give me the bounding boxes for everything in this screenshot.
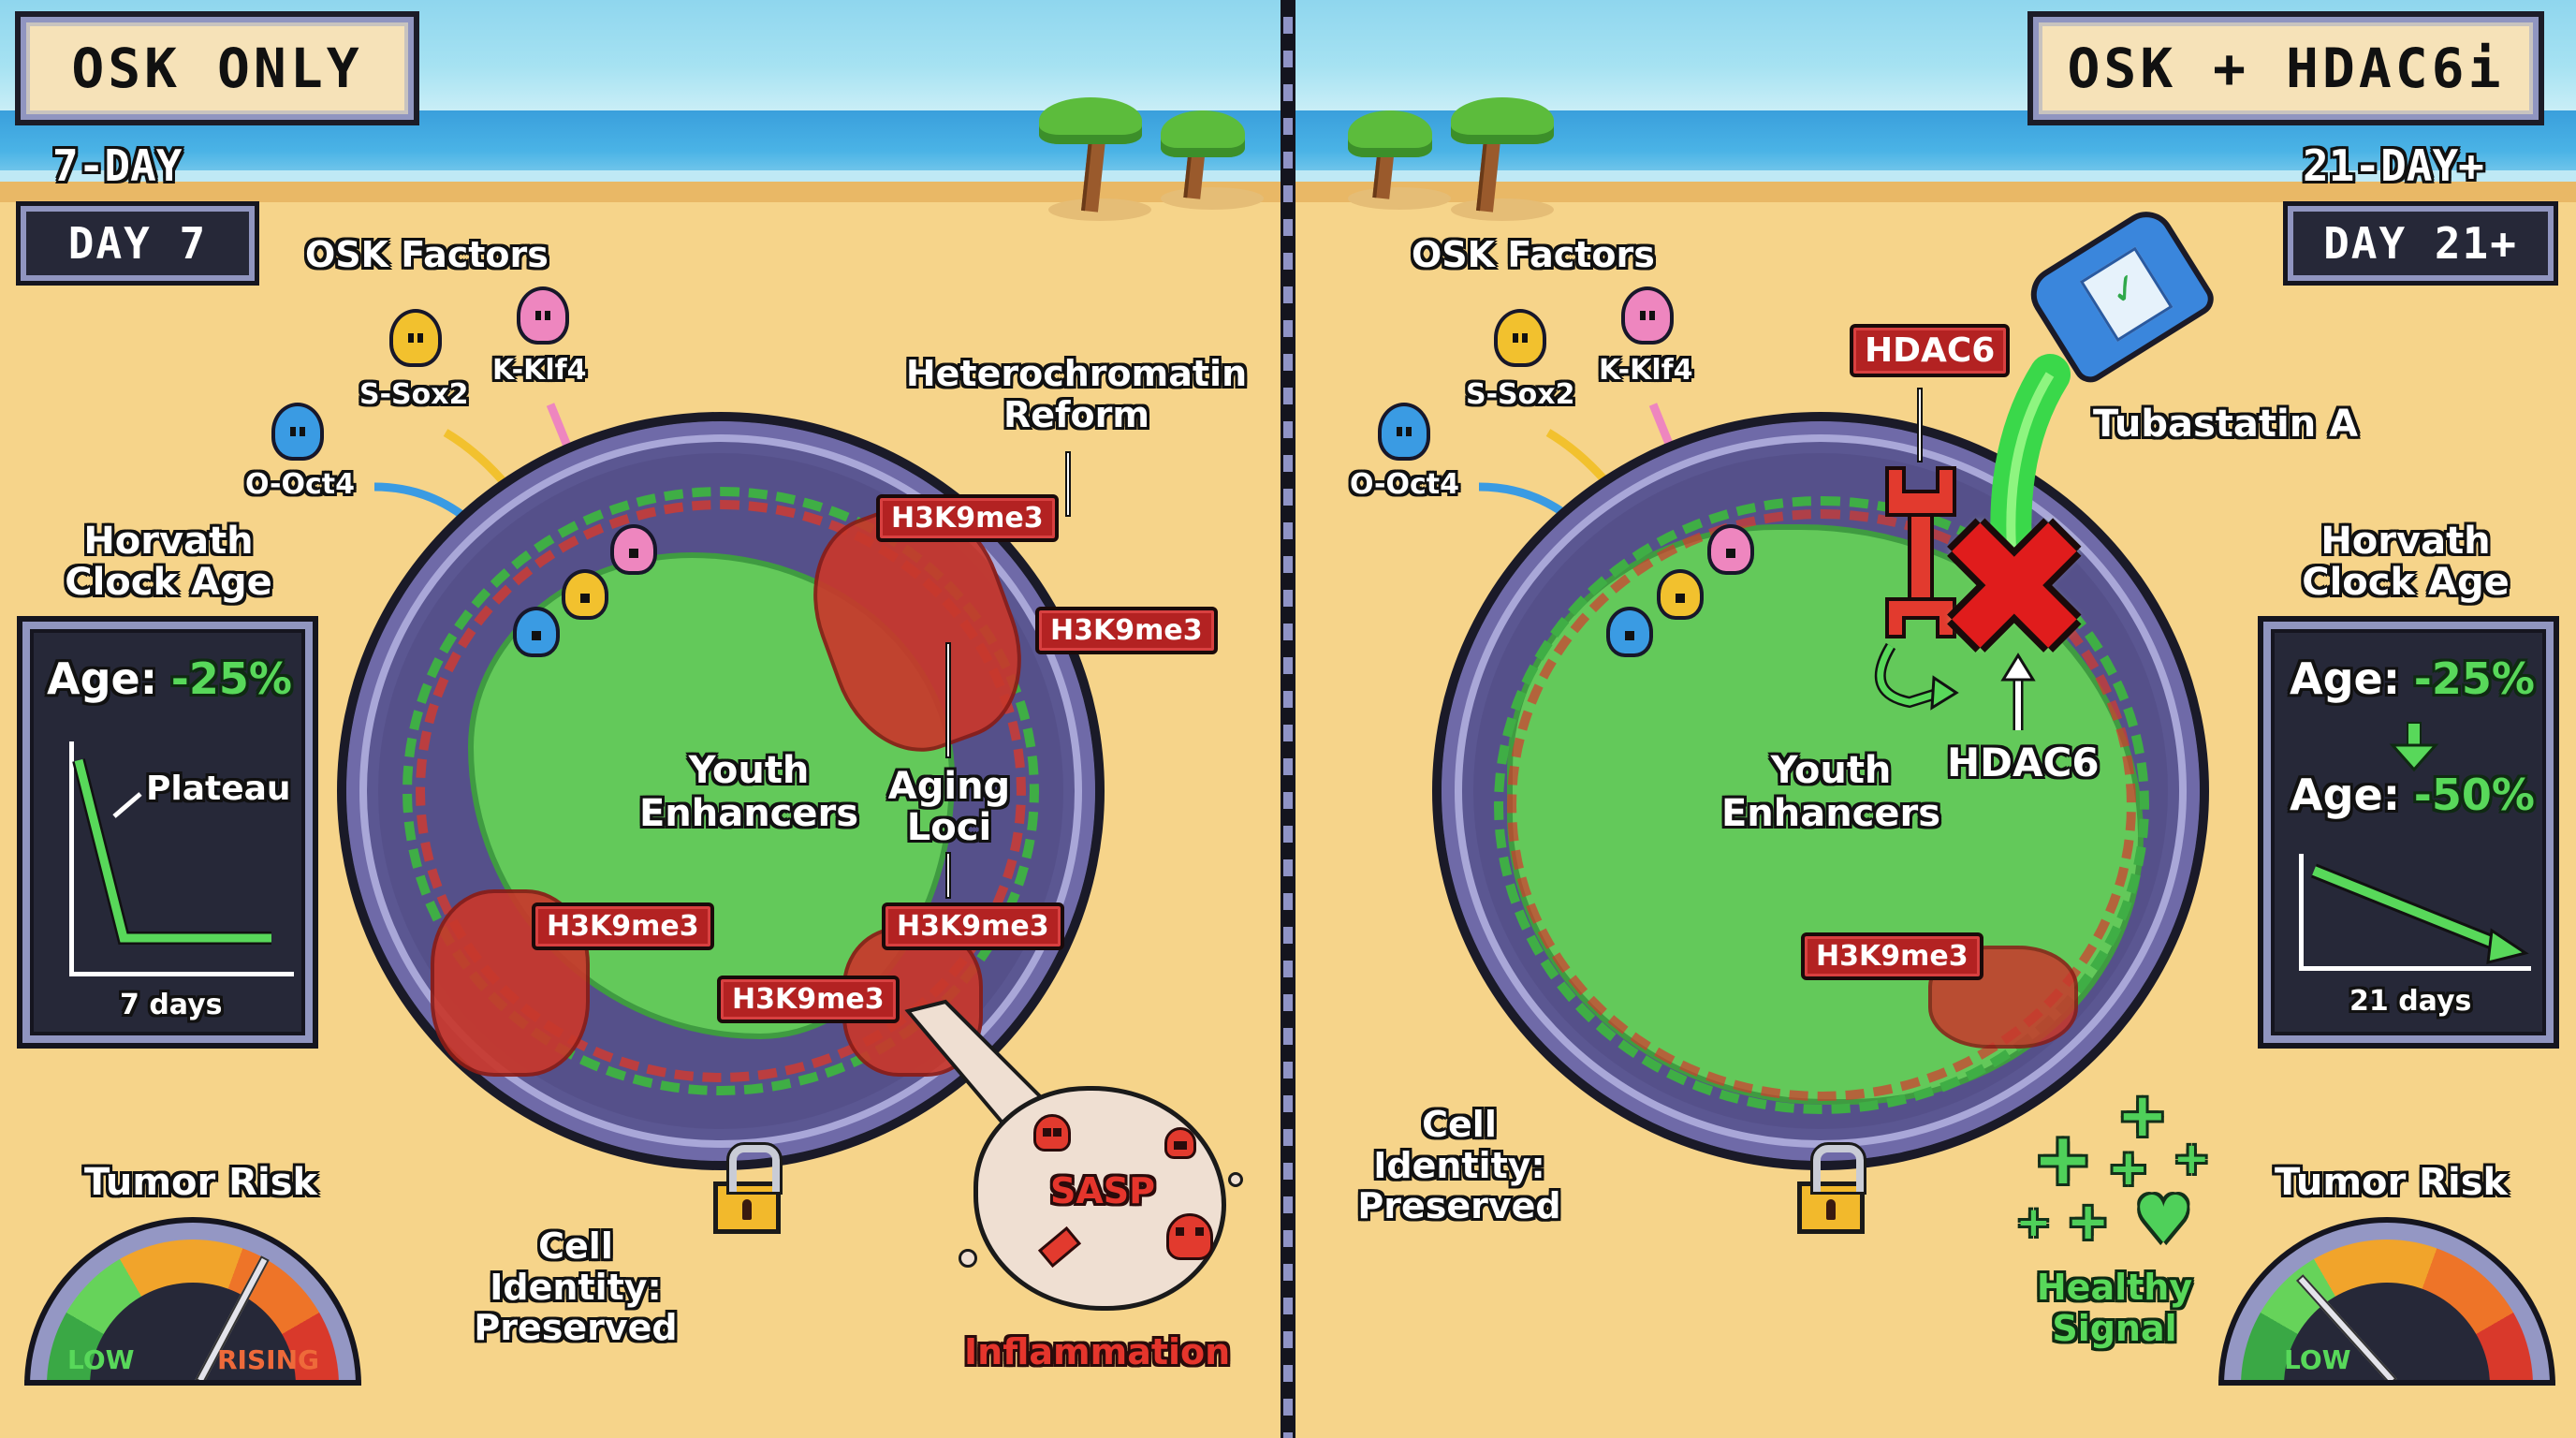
down-arrow-icon [2389,722,2439,772]
age-line [72,758,271,945]
skull-icon [1164,1127,1196,1159]
age-value: -25% [170,653,292,704]
drug-stream [1990,354,2071,582]
horvath-clock-chart: Age: -25% Age: -50% 21 days [2258,616,2559,1049]
sasp-cloud [973,1086,1226,1311]
sox2-bound-icon [562,569,608,620]
x-axis-label: 21 days [2349,985,2472,1018]
youth-enhancers-label: Youth Enhancers [638,749,859,835]
y-axis [69,741,74,976]
factor-label-sox2: S-Sox2 [1466,378,1575,411]
x-axis-label: 7 days [120,989,223,1021]
x-axis [69,972,294,976]
factor-label-oct4: O-Oct4 [1350,468,1460,501]
h3k9me3-tag: H3K9me3 [882,902,1064,950]
dna-helix-red [1507,509,2136,1101]
plateau-annotation: Plateau [146,770,291,808]
h3k9me3-tag: H3K9me3 [876,494,1059,542]
plus-icon: + [2174,1133,2210,1183]
skull-icon [1166,1213,1213,1260]
x-axis [2299,966,2531,971]
oct4-factor-icon [271,403,324,461]
sasp-label: SASP [1050,1170,1155,1211]
lock-icon [1797,1142,1866,1234]
gauge-low-label: LOW [2284,1344,2351,1375]
aging-loci-label: Aging Loci [887,765,1011,849]
day-badge: DAY 21+ [2283,201,2558,286]
lock-icon [713,1142,783,1234]
plus-icon: + [2067,1192,2110,1251]
inflammation-label: Inflammation [964,1331,1231,1372]
drug-label: Tubastatin A [2093,403,2359,446]
dna-helix-green [1494,496,2149,1114]
day-badge: DAY 7 [16,201,259,286]
leader-line [945,852,951,899]
gauge-low-label: LOW [67,1344,135,1375]
healthy-signal-label: Healthy Signal [2036,1267,2193,1349]
cloud-puff [959,1249,977,1268]
heart-icon: ♥ [2134,1181,2193,1258]
age-value-before: -25% [2413,653,2535,704]
klf4-bound-icon [610,524,657,575]
h3k9me3-tag: H3K9me3 [1035,607,1218,654]
clock-title: Horvath Clock Age [65,520,272,604]
dna-helix-red [416,500,1026,1082]
horvath-clock-chart: Age: -25% Plateau 7 days [17,616,318,1049]
oct4-bound-icon [513,607,560,657]
factor-label-klf4: K-Klf4 [492,354,587,387]
h3k9me3-tag: H3K9me3 [1801,932,1983,980]
factor-label-sox2: S-Sox2 [359,378,469,411]
factor-label-oct4: O-Oct4 [245,468,356,501]
plus-icon: + [2016,1198,2051,1246]
age-label: Age: [47,653,158,704]
dna-helix-green [402,487,1039,1095]
heterochromatin-label: Heterochromatin Reform [905,353,1248,435]
plus-icon: + [2117,1081,2168,1151]
sox2-factor-icon [389,309,442,367]
klf4-factor-icon [1621,286,1674,345]
osk-factors-title: OSK Factors [1412,234,1655,275]
oct4-bound-icon [1606,607,1653,657]
h3k9me3-tag: H3K9me3 [532,902,714,950]
gauge-rising-label: RISING [217,1344,319,1375]
plus-icon: + [2108,1140,2149,1196]
duration-label: 21-DAY+ [2303,140,2484,191]
oct4-factor-icon [1378,403,1430,461]
osk-factors-title: OSK Factors [305,234,549,275]
sox2-bound-icon [1657,569,1704,620]
tumor-risk-title: Tumor Risk [2275,1161,2509,1204]
y-axis [2299,854,2304,970]
leader-line [945,642,951,758]
age-label: Age: [2290,770,2401,820]
klf4-bound-icon [1707,524,1754,575]
age-label: Age: [2290,653,2401,704]
leader-line [1065,451,1071,517]
duration-label: 7-DAY [52,140,183,191]
leader-line [1917,388,1923,462]
panel-title: OSK ONLY [15,11,419,125]
factor-label-klf4: K-Klf4 [1599,354,1693,387]
skull-crossbones-icon [1033,1114,1071,1152]
cloud-puff [1228,1172,1243,1187]
hdac6-label: HDAC6 [1947,740,2100,785]
h3k9me3-tag: H3K9me3 [717,976,900,1023]
klf4-factor-icon [517,286,569,345]
panel-divider [1281,0,1295,1438]
sox2-factor-icon [1494,309,1546,367]
plus-icon: + [2033,1117,2093,1200]
cell-identity-label: Cell Identity: Preserved [1357,1104,1561,1227]
age-line [2311,863,2529,964]
block-x-icon: ✖ [1936,480,2093,698]
wrench-icon [1874,466,1959,711]
tumor-risk-title: Tumor Risk [84,1161,318,1204]
panel-title: OSK + HDAC6i [2027,11,2544,125]
age-value-after: -50% [2413,770,2535,820]
clock-title: Horvath Clock Age [2302,520,2510,604]
up-arrow-icon [2000,653,2036,730]
hdac6-tag: HDAC6 [1850,324,2011,377]
youth-enhancers-label: Youth Enhancers [1720,749,1941,835]
cell-identity-label: Cell Identity: Preserved [474,1225,678,1349]
